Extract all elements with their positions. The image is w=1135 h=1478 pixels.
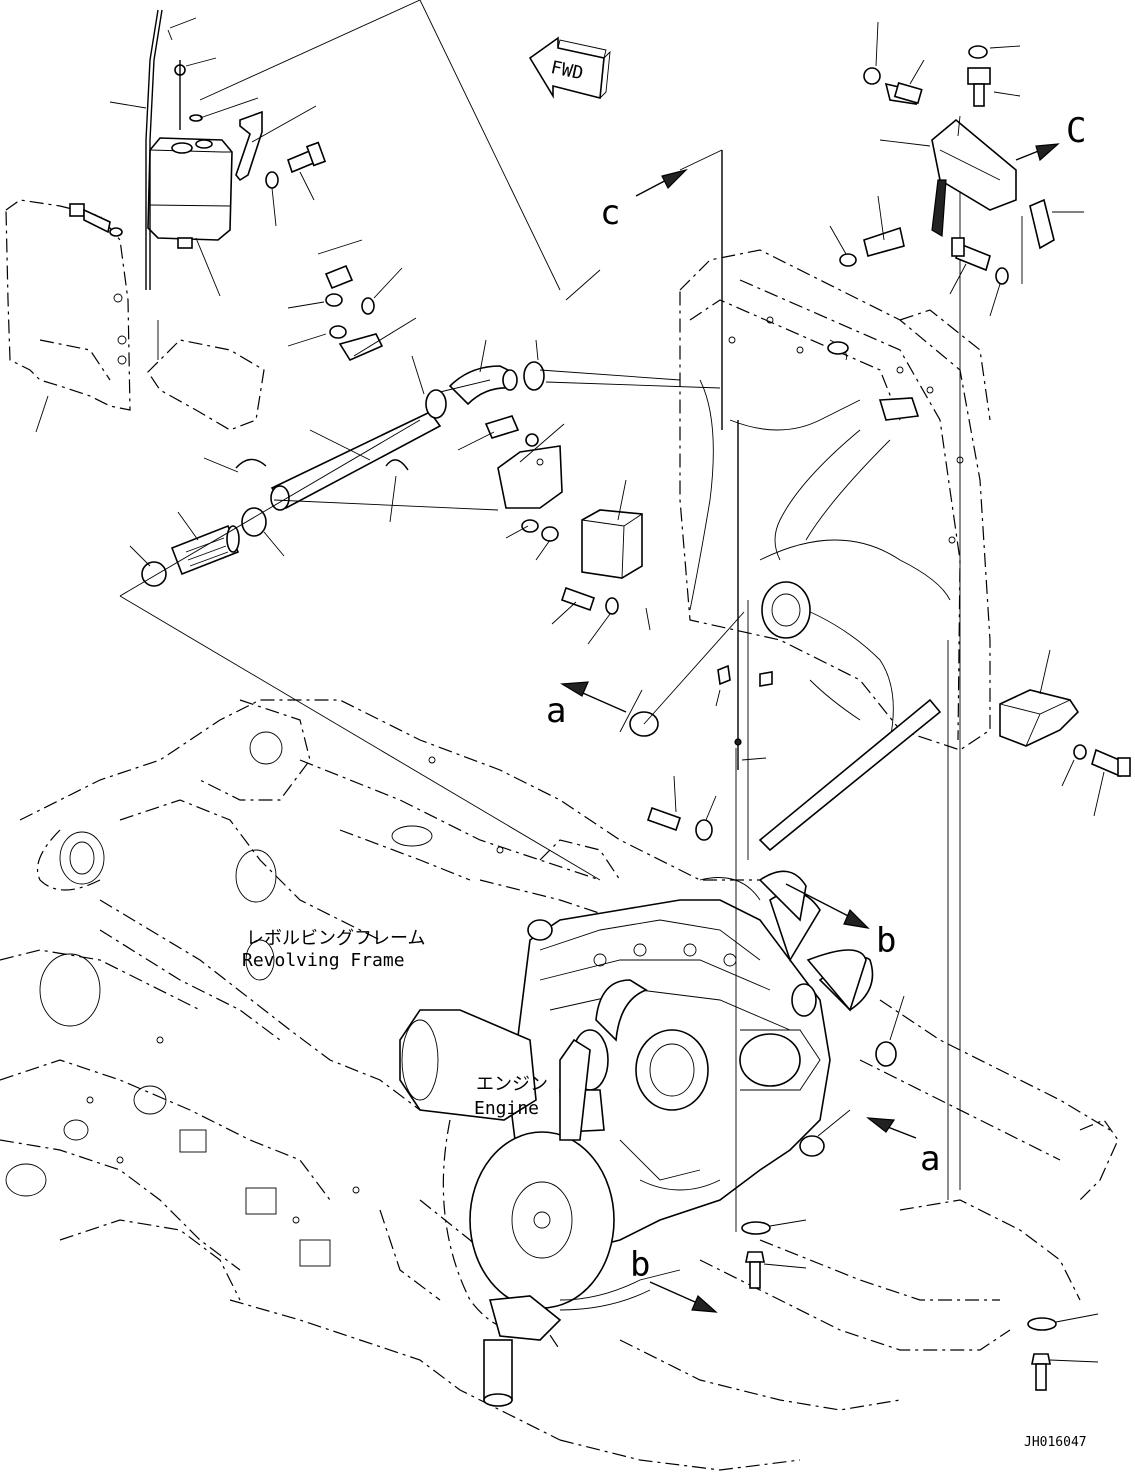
direction-arrows — [560, 143, 1060, 1313]
leader-lines-hoses — [119, 0, 721, 881]
radiator-assembly — [646, 140, 1131, 1200]
engine — [399, 870, 874, 1407]
mount-parts-bottom — [619, 611, 1099, 1391]
side-panel — [5, 199, 265, 433]
drawing-id: JH016047 — [1024, 1435, 1087, 1450]
revolving-frame — [0, 699, 1119, 1471]
engine-label-en: Engine — [474, 1098, 539, 1119]
arrow-label-a-bottom: a — [920, 1139, 940, 1179]
arrow-label-c-right: C — [1066, 111, 1086, 151]
leader-lines-top-left — [109, 0, 421, 297]
fwd-arrow: FWD — [528, 36, 611, 100]
bracket-parts-top-right — [829, 21, 1084, 317]
engine-label-jp: エンジン — [476, 1074, 548, 1095]
revolving-frame-label-jp: レボルビングフレーム — [246, 928, 425, 949]
arrow-label-b-bottom: b — [630, 1245, 650, 1285]
arrow-label-a-top: a — [546, 691, 566, 731]
revolving-frame-label-en: Revolving Frame — [242, 950, 405, 971]
radiator-hose-set — [141, 264, 651, 631]
reservoir-tank — [145, 9, 327, 290]
arrow-label-c-center: c — [600, 193, 620, 233]
arrow-label-b-top: b — [876, 921, 896, 961]
